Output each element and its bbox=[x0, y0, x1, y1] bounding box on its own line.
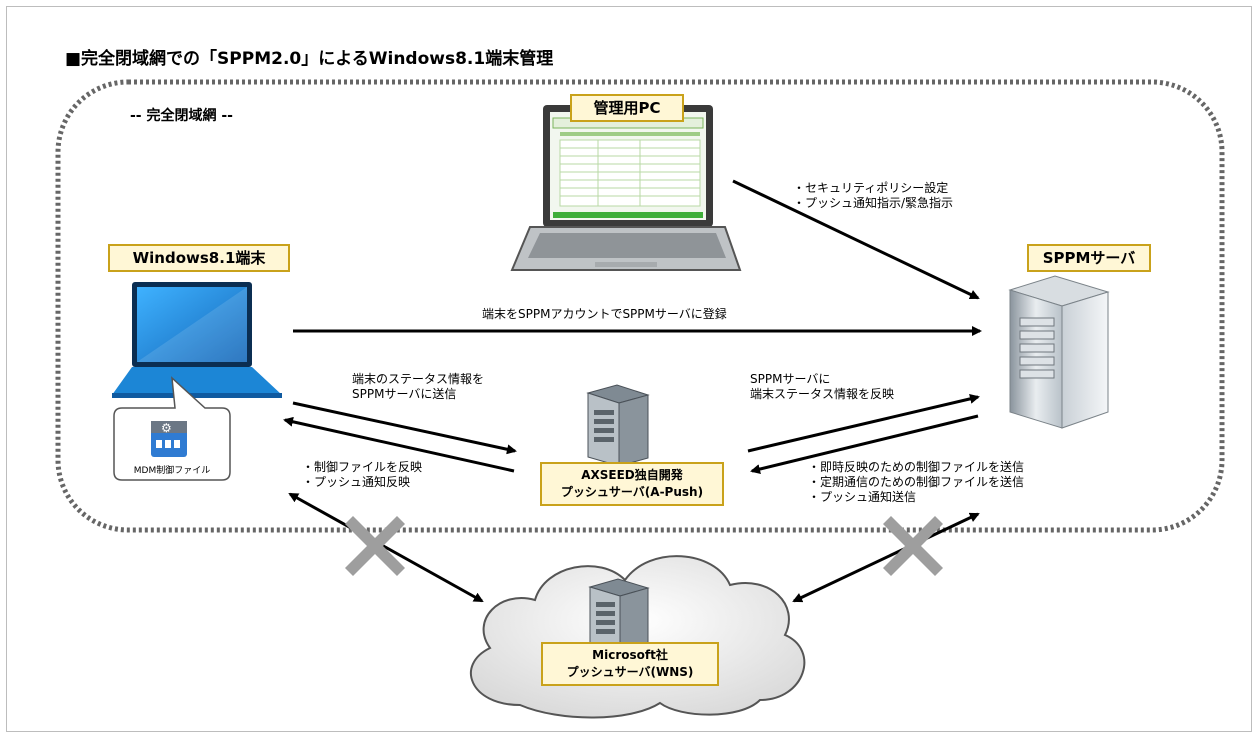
wns-server-label: Microsoft社 プッシュサーバ(WNS) bbox=[541, 642, 719, 686]
terminal-actions-line2: ・プッシュ通知反映 bbox=[302, 475, 411, 489]
windows-terminal-label: Windows8.1端末 bbox=[108, 244, 290, 272]
arrow-sppm-to-apush bbox=[750, 414, 979, 474]
wns-server-label-line2: プッシュサーバ(WNS) bbox=[566, 665, 694, 679]
terminal-actions: ・制御ファイルを反映 ・プッシュ通知反映 bbox=[302, 460, 422, 490]
sppm-server-icon bbox=[1008, 275, 1110, 429]
arrow-admin-to-sppm bbox=[732, 179, 980, 300]
arrow-sppm-wns bbox=[792, 512, 980, 603]
apush-server-label: AXSEED独自開発 プッシュサーバ(A-Push) bbox=[540, 462, 724, 506]
mdm-file-callout: ⚙ bbox=[113, 376, 231, 481]
apush-server-icon bbox=[586, 384, 650, 467]
status-send-label: 端末のステータス情報を SPPMサーバに送信 bbox=[352, 372, 484, 402]
status-reflect-line1: SPPMサーバに bbox=[750, 372, 831, 386]
sppm-server-label: SPPMサーバ bbox=[1027, 244, 1151, 272]
windows-laptop-icon bbox=[112, 282, 282, 398]
apush-server-label-line2: プッシュサーバ(A-Push) bbox=[560, 485, 704, 499]
server-actions: ・即時反映のための制御ファイルを送信 ・定期通信のための制御ファイルを送信 ・プ… bbox=[808, 460, 1024, 505]
status-send-line2: SPPMサーバに送信 bbox=[352, 387, 457, 401]
blocked-cross-left-icon bbox=[345, 516, 405, 576]
admin-pc-icon bbox=[510, 105, 742, 271]
arrow-apush-to-terminal bbox=[283, 416, 515, 473]
admin-instructions-line1: ・セキュリティポリシー設定 bbox=[793, 181, 949, 195]
status-reflect-line2: 端末ステータス情報を反映 bbox=[750, 387, 895, 401]
admin-pc-label: 管理用PC bbox=[570, 94, 684, 122]
server-actions-line3: ・プッシュ通知送信 bbox=[808, 490, 917, 504]
svg-text:⚙: ⚙ bbox=[161, 421, 172, 435]
server-actions-line2: ・定期通信のための制御ファイルを送信 bbox=[808, 475, 1025, 489]
status-reflect-label: SPPMサーバに 端末ステータス情報を反映 bbox=[750, 372, 894, 402]
register-label: 端末をSPPMアカウントでSPPMサーバに登録 bbox=[482, 307, 727, 321]
status-send-line1: 端末のステータス情報を bbox=[352, 372, 485, 386]
apush-server-label-line1: AXSEED独自開発 bbox=[581, 468, 683, 482]
admin-instructions: ・セキュリティポリシー設定 ・プッシュ通知指示/緊急指示 bbox=[793, 181, 953, 211]
wns-server-icon bbox=[588, 578, 650, 655]
arrow-apush-to-sppm bbox=[747, 393, 980, 453]
terminal-actions-line1: ・制御ファイルを反映 bbox=[302, 460, 423, 474]
blocked-cross-right-icon bbox=[883, 516, 943, 576]
closed-network-boundary bbox=[55, 79, 1225, 533]
server-actions-line1: ・即時反映のための制御ファイルを送信 bbox=[808, 460, 1025, 474]
mdm-file-label: MDM制御ファイル bbox=[133, 466, 211, 476]
page-title: ■完全閉域網での「SPPM2.0」によるWindows8.1端末管理 bbox=[65, 49, 554, 69]
arrow-terminal-wns bbox=[288, 492, 484, 603]
wns-server-label-line1: Microsoft社 bbox=[592, 648, 668, 662]
admin-instructions-line2: ・プッシュ通知指示/緊急指示 bbox=[793, 196, 954, 210]
closed-network-label: -- 完全閉域網 -- bbox=[130, 108, 233, 124]
arrow-terminal-to-apush bbox=[292, 401, 517, 455]
